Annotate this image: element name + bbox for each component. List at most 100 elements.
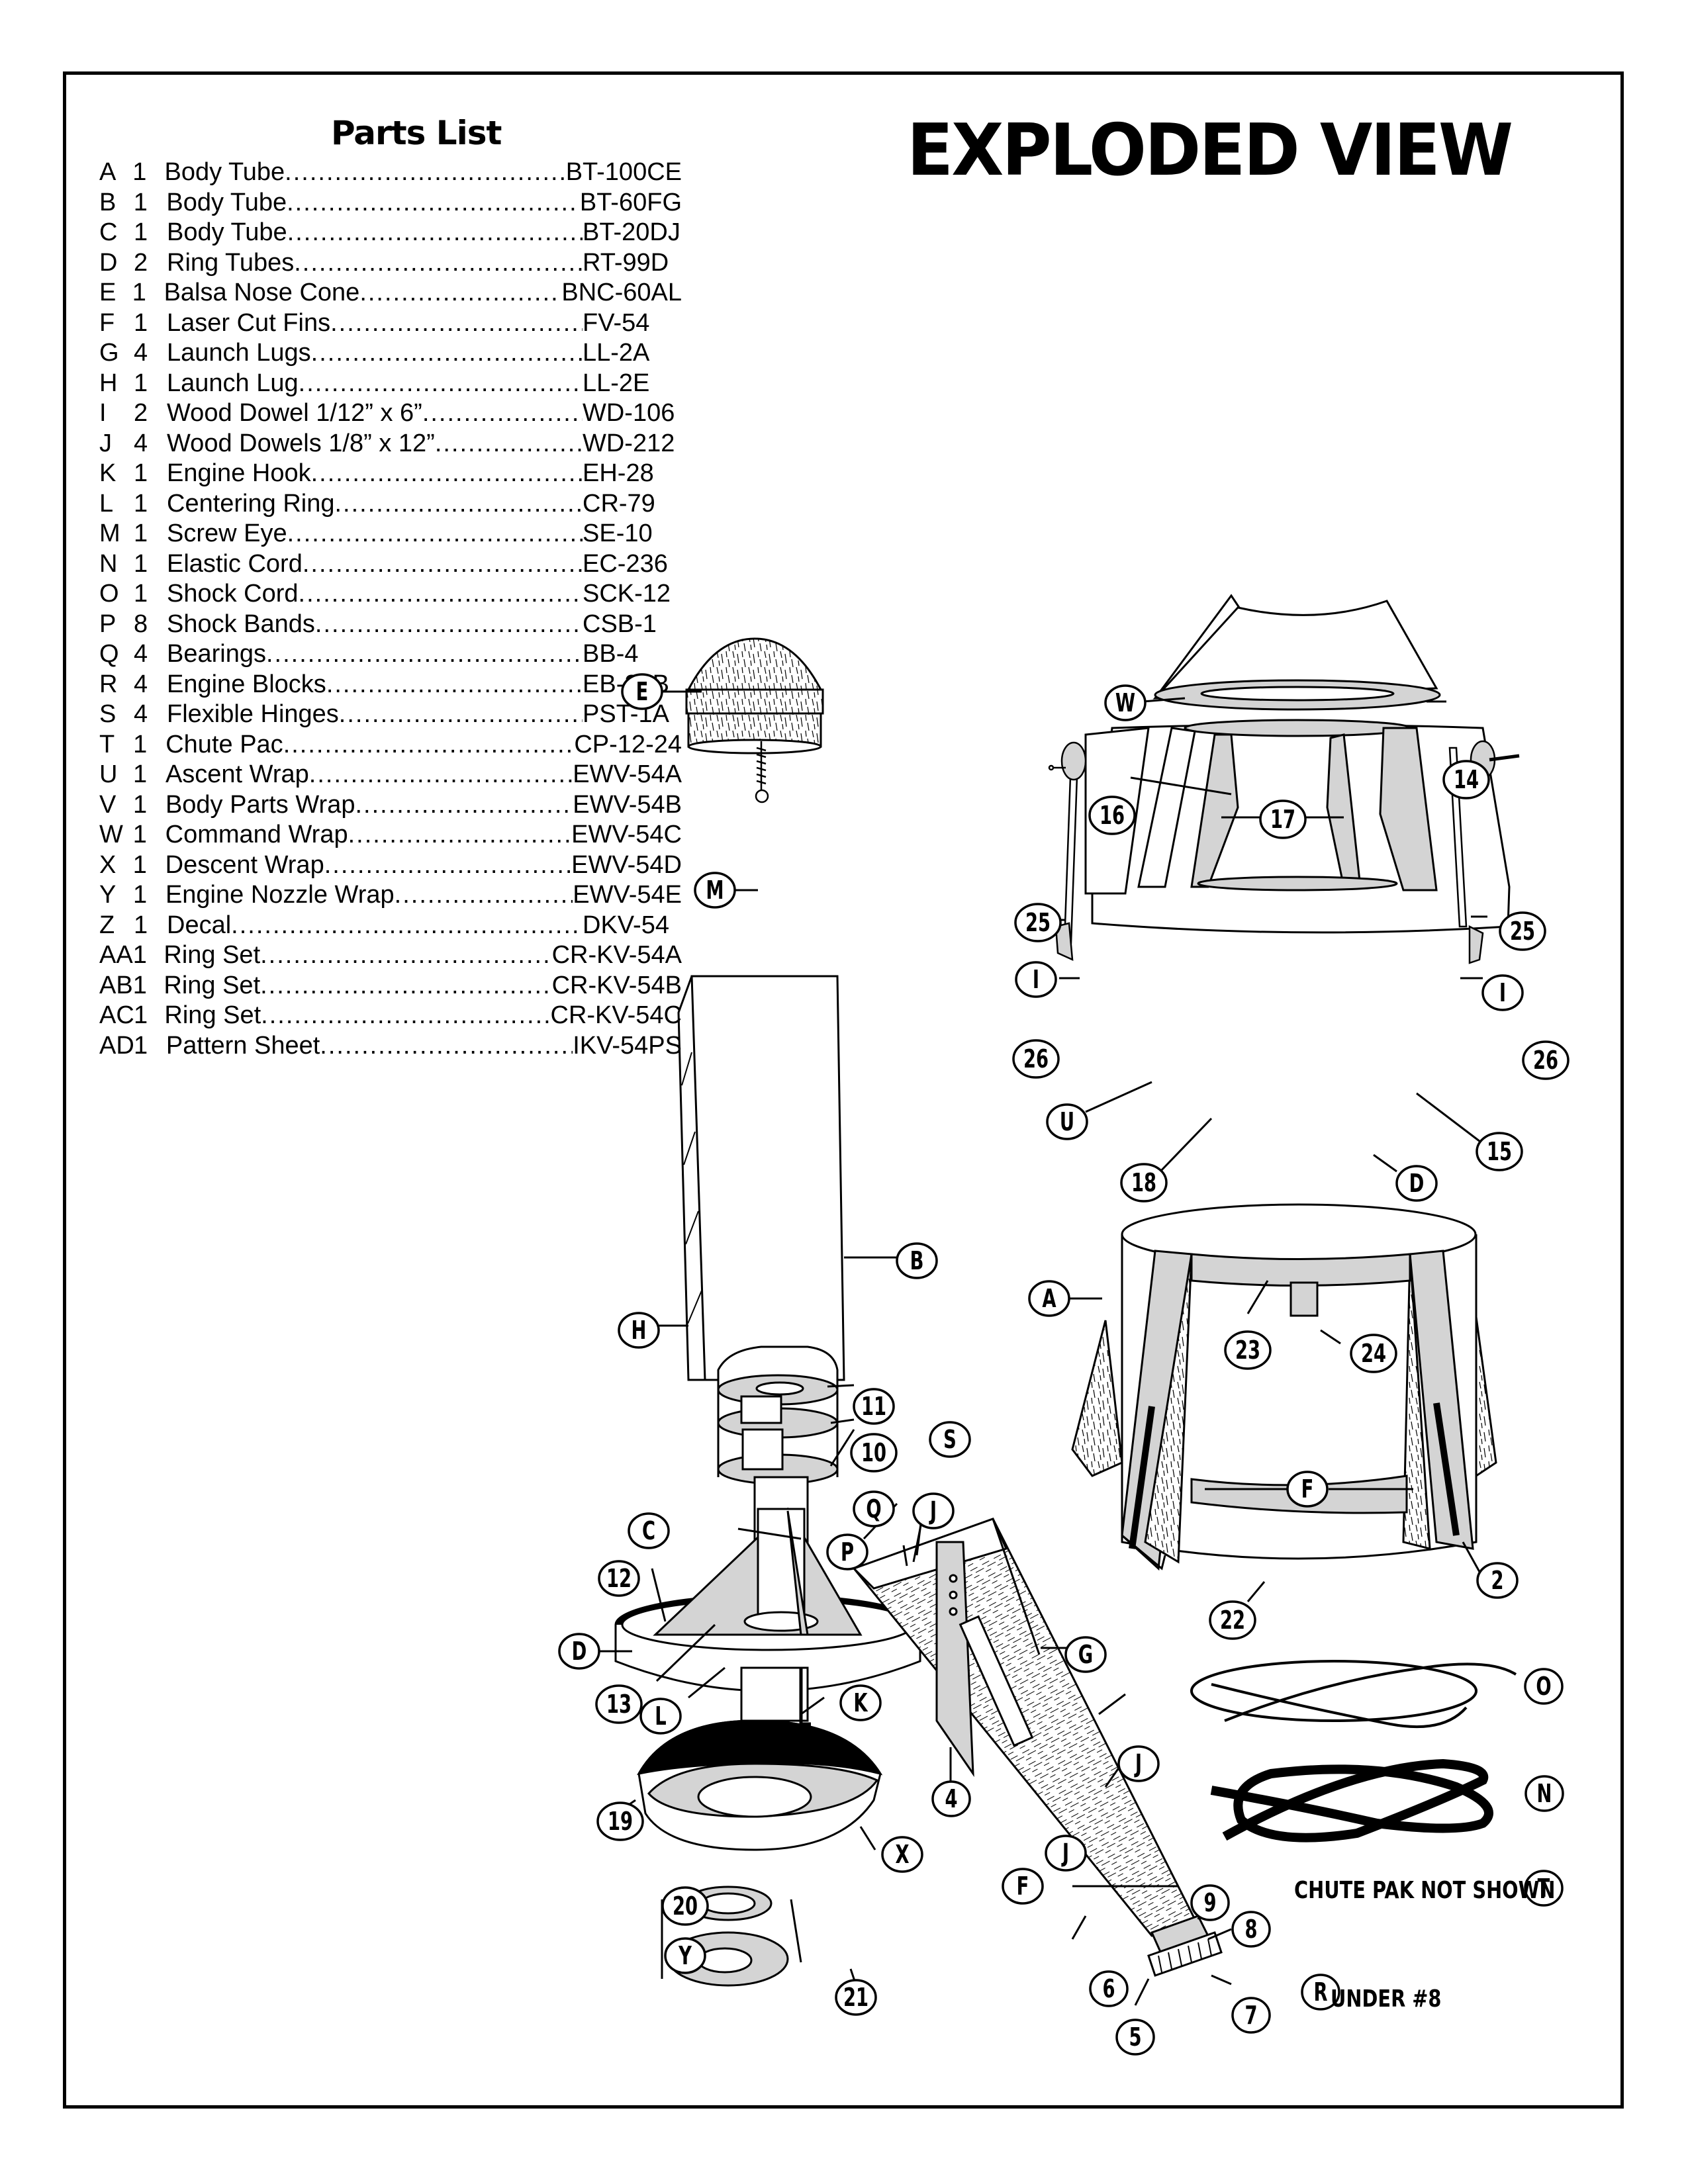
callout-label: 2 xyxy=(1491,1567,1503,1596)
part-code: BT-100CE xyxy=(565,158,682,186)
callout-label: 6 xyxy=(1102,1975,1115,2004)
callout-bubble xyxy=(1442,760,1490,799)
part-letter: I xyxy=(99,399,107,427)
callout-bubble xyxy=(1476,1562,1519,1599)
callout-label: N xyxy=(1537,1780,1552,1809)
callout-bubble xyxy=(1524,1775,1564,1812)
leg-fin-assembly xyxy=(852,1518,1223,1977)
callout-label: 10 xyxy=(861,1439,886,1468)
callout-25: 25 xyxy=(1014,903,1062,942)
callout-bubble xyxy=(881,1836,923,1873)
callout-bubble xyxy=(929,1421,971,1458)
part-quantity: 1 xyxy=(134,369,148,397)
callout-h: H xyxy=(618,1312,660,1349)
part-letter: P xyxy=(99,610,117,638)
callout-13: 13 xyxy=(595,1684,643,1724)
part-code: BNC-60AL xyxy=(561,279,682,306)
part-letter: E xyxy=(99,279,117,306)
callout-label: I xyxy=(1499,979,1506,1008)
part-name: Chute Pac xyxy=(165,730,283,758)
callout-26: 26 xyxy=(1522,1040,1570,1080)
callout-label: B xyxy=(910,1247,924,1276)
part-quantity: 1 xyxy=(132,881,148,909)
part-quantity: 4 xyxy=(134,640,148,668)
part-name: Laser Cut Fins xyxy=(167,308,331,337)
part-code: BB-4 xyxy=(583,640,639,668)
part-name: Ascent Wrap xyxy=(165,760,309,788)
callout-label: 23 xyxy=(1235,1336,1260,1365)
page-title: EXPLODED VIEW xyxy=(907,109,1513,192)
part-name: Body Tube xyxy=(167,218,287,246)
part-letter: Q xyxy=(99,640,119,668)
part-quantity: 1 xyxy=(134,489,148,518)
part-name: Bearings xyxy=(167,640,266,668)
parts-list-title: Parts List xyxy=(331,114,502,152)
part-name: Centering Ring xyxy=(167,489,335,518)
screw-eye-part-m xyxy=(755,741,769,803)
callout-bubble xyxy=(621,673,663,710)
part-quantity: 1 xyxy=(134,549,148,578)
callout-bubble xyxy=(1231,1911,1271,1948)
callout-23: 23 xyxy=(1224,1330,1272,1370)
callout-label: 8 xyxy=(1244,1915,1257,1944)
part-quantity: 1 xyxy=(134,1001,148,1029)
callout-15: 15 xyxy=(1476,1132,1523,1171)
callout-label: M xyxy=(706,876,724,905)
callout-label: 7 xyxy=(1244,2001,1257,2030)
callout-y: Y xyxy=(664,1937,706,1974)
part-quantity: 1 xyxy=(134,218,148,246)
part-code: IKV-54PS xyxy=(573,1031,682,1060)
callout-label: C xyxy=(642,1517,655,1546)
callout-label: 20 xyxy=(673,1892,698,1921)
callout-25: 25 xyxy=(1499,911,1546,951)
callout-bubble xyxy=(1481,974,1524,1011)
part-name: Body Parts Wrap xyxy=(165,790,355,819)
callout-label: 13 xyxy=(606,1690,632,1719)
part-quantity: 1 xyxy=(132,941,147,969)
callout-26: 26 xyxy=(1012,1039,1060,1079)
shock-cord-part-o xyxy=(1190,1660,1517,1729)
dowel-assemblies xyxy=(1048,740,1520,964)
callout-label: 26 xyxy=(1023,1045,1049,1074)
callout-bubble xyxy=(1524,1870,1564,1907)
callout-label: 15 xyxy=(1487,1138,1512,1167)
callout-s: S xyxy=(929,1421,971,1458)
part-quantity: 1 xyxy=(134,520,148,547)
part-code: CR-79 xyxy=(583,489,655,518)
part-quantity: 1 xyxy=(134,911,148,939)
part-letter: H xyxy=(99,369,118,397)
part-quantity: 1 xyxy=(132,279,146,306)
callout-u: U xyxy=(1046,1103,1088,1140)
part-name: Shock Bands xyxy=(167,610,315,638)
part-letter: C xyxy=(99,218,118,246)
part-letter: T xyxy=(99,730,115,758)
callout-bubble xyxy=(1499,911,1546,951)
callout-9: 9 xyxy=(1190,1884,1230,1921)
callout-20: 20 xyxy=(661,1886,709,1926)
parts-list-row: Z1DecalDKV-54 xyxy=(99,911,682,941)
callout-label: I xyxy=(1033,966,1039,995)
part-letter: X xyxy=(99,850,117,879)
part-quantity: 1 xyxy=(133,188,148,216)
part-name: Ring Set xyxy=(164,971,261,999)
callout-21: 21 xyxy=(835,1979,877,2016)
callout-24: 24 xyxy=(1350,1334,1397,1373)
part-letter: AD xyxy=(99,1031,134,1060)
callout-label: 22 xyxy=(1220,1606,1245,1635)
part-name: Launch Lug xyxy=(167,369,299,397)
parts-list-row: Q4 Bearings BB-4 xyxy=(99,639,682,670)
part-code: DKV-54 xyxy=(583,911,669,939)
callout-bubble xyxy=(1120,1163,1168,1203)
callout-label: 4 xyxy=(945,1785,957,1814)
